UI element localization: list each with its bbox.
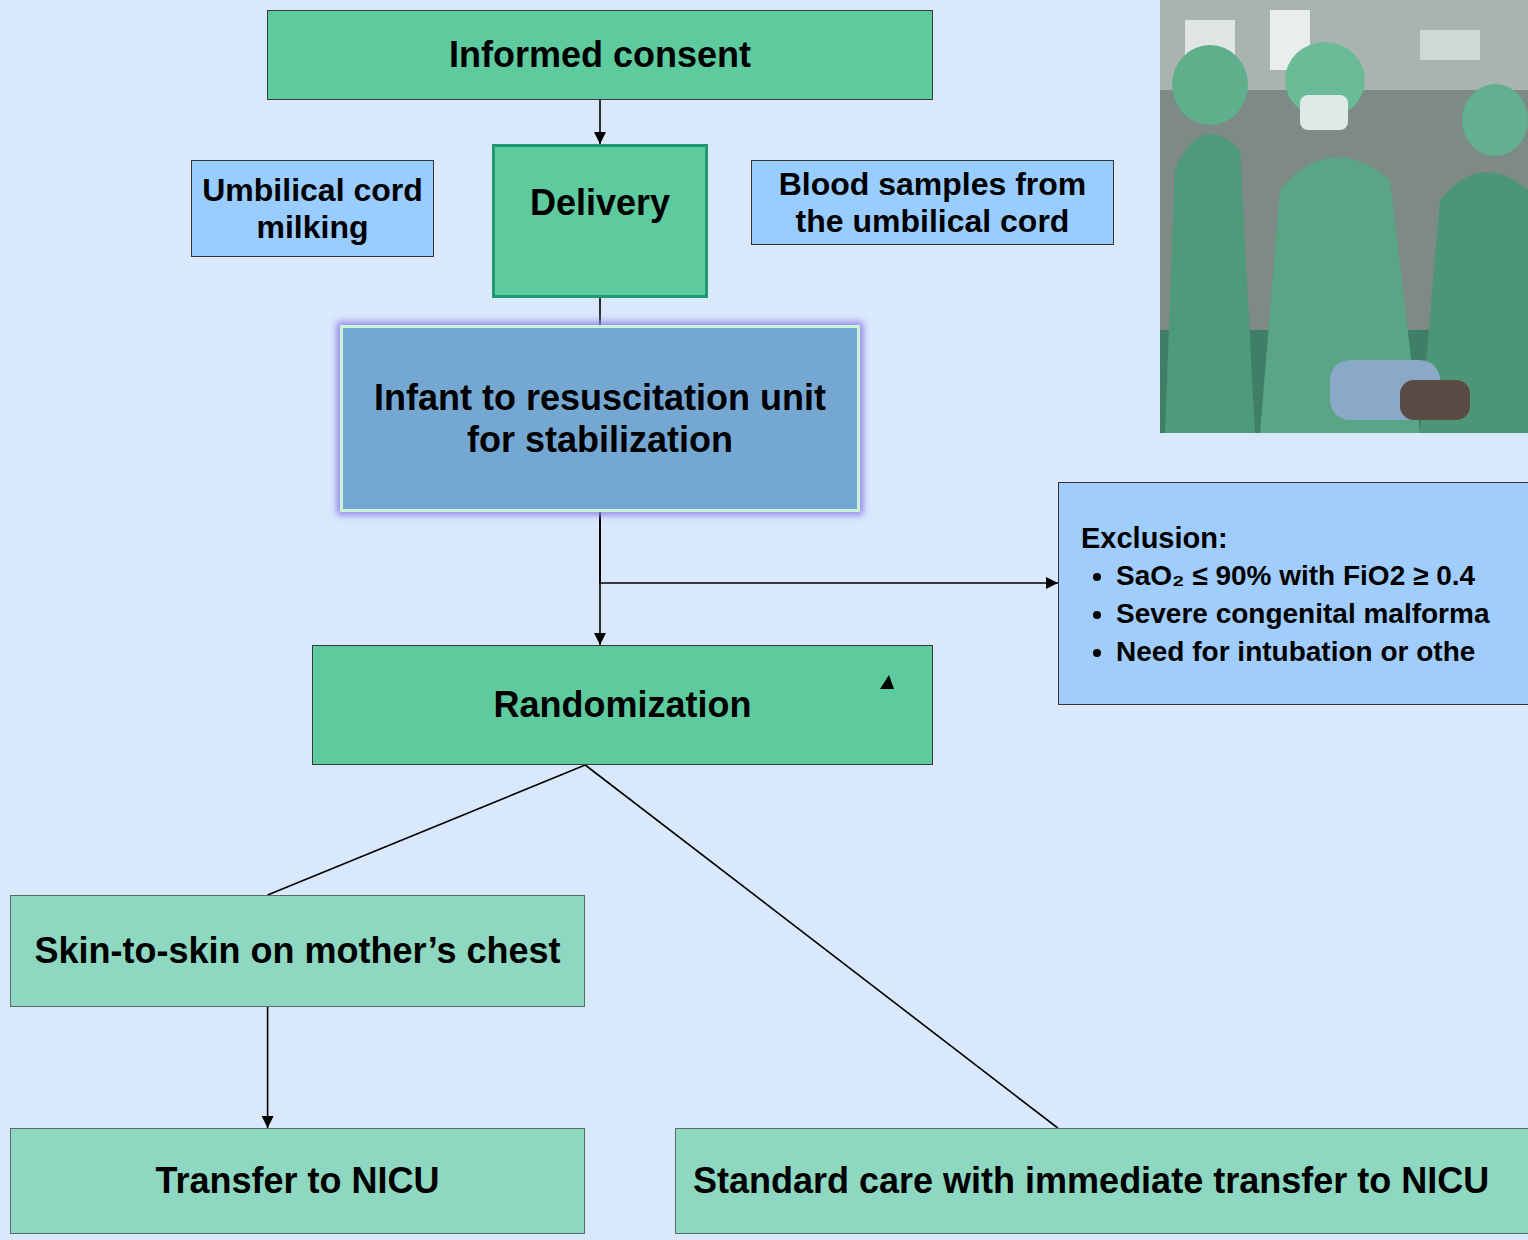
photo-ground bbox=[1160, 0, 1528, 433]
box-label: Informed consent bbox=[449, 34, 751, 75]
box-label: Blood samples from the umbilical cord bbox=[756, 166, 1109, 240]
connector-line bbox=[600, 512, 1058, 583]
connector-line bbox=[599, 100, 601, 144]
criteria-item: Need for intubation or othe bbox=[1116, 633, 1489, 671]
criteria-item: Severe congenital malforma bbox=[1116, 595, 1489, 633]
box-label: Transfer to NICU bbox=[155, 1160, 439, 1201]
criteria-item: SaO₂ ≤ 90% with FiO2 ≥ 0.4 bbox=[1116, 557, 1489, 595]
arm-box: Skin-to-skin on mother’s chest bbox=[10, 895, 585, 1007]
photo-mask bbox=[1300, 95, 1348, 130]
photo-patient bbox=[1400, 380, 1470, 420]
exclusion-box: Exclusion:SaO₂ ≤ 90% with FiO2 ≥ 0.4Seve… bbox=[1058, 482, 1528, 705]
box-label: Randomization bbox=[494, 684, 752, 725]
box-label: Skin-to-skin on mother’s chest bbox=[34, 930, 560, 971]
connector-line bbox=[585, 765, 1058, 1128]
box-label: Delivery bbox=[530, 182, 670, 223]
process-box: Delivery bbox=[492, 144, 708, 298]
box-label: Standard care with immediate transfer to… bbox=[693, 1160, 1489, 1201]
box-heading: Exclusion: bbox=[1081, 519, 1228, 557]
note-box: Blood samples from the umbilical cord bbox=[751, 160, 1114, 245]
photo-lamp bbox=[1420, 30, 1480, 60]
arm-box: Transfer to NICU bbox=[10, 1128, 585, 1234]
stray-arrowhead bbox=[880, 675, 894, 689]
connector-line bbox=[268, 765, 586, 895]
box-label: Umbilical cord milking bbox=[196, 172, 429, 246]
process-box: Informed consent bbox=[267, 10, 933, 100]
arm-box: Standard care with immediate transfer to… bbox=[675, 1128, 1528, 1234]
process-box: Infant to resuscitation unit for stabili… bbox=[340, 325, 860, 512]
photo-cap bbox=[1172, 45, 1248, 125]
process-box: Randomization bbox=[312, 645, 933, 765]
criteria-list: SaO₂ ≤ 90% with FiO2 ≥ 0.4Severe congeni… bbox=[1081, 557, 1489, 671]
photo-surgeon bbox=[1165, 134, 1255, 433]
connector-line bbox=[599, 298, 601, 325]
box-label: Infant to resuscitation unit for stabili… bbox=[373, 377, 827, 460]
photo-cap bbox=[1462, 84, 1528, 156]
note-box: Umbilical cord milking bbox=[191, 160, 434, 257]
connector-line bbox=[267, 1007, 269, 1128]
